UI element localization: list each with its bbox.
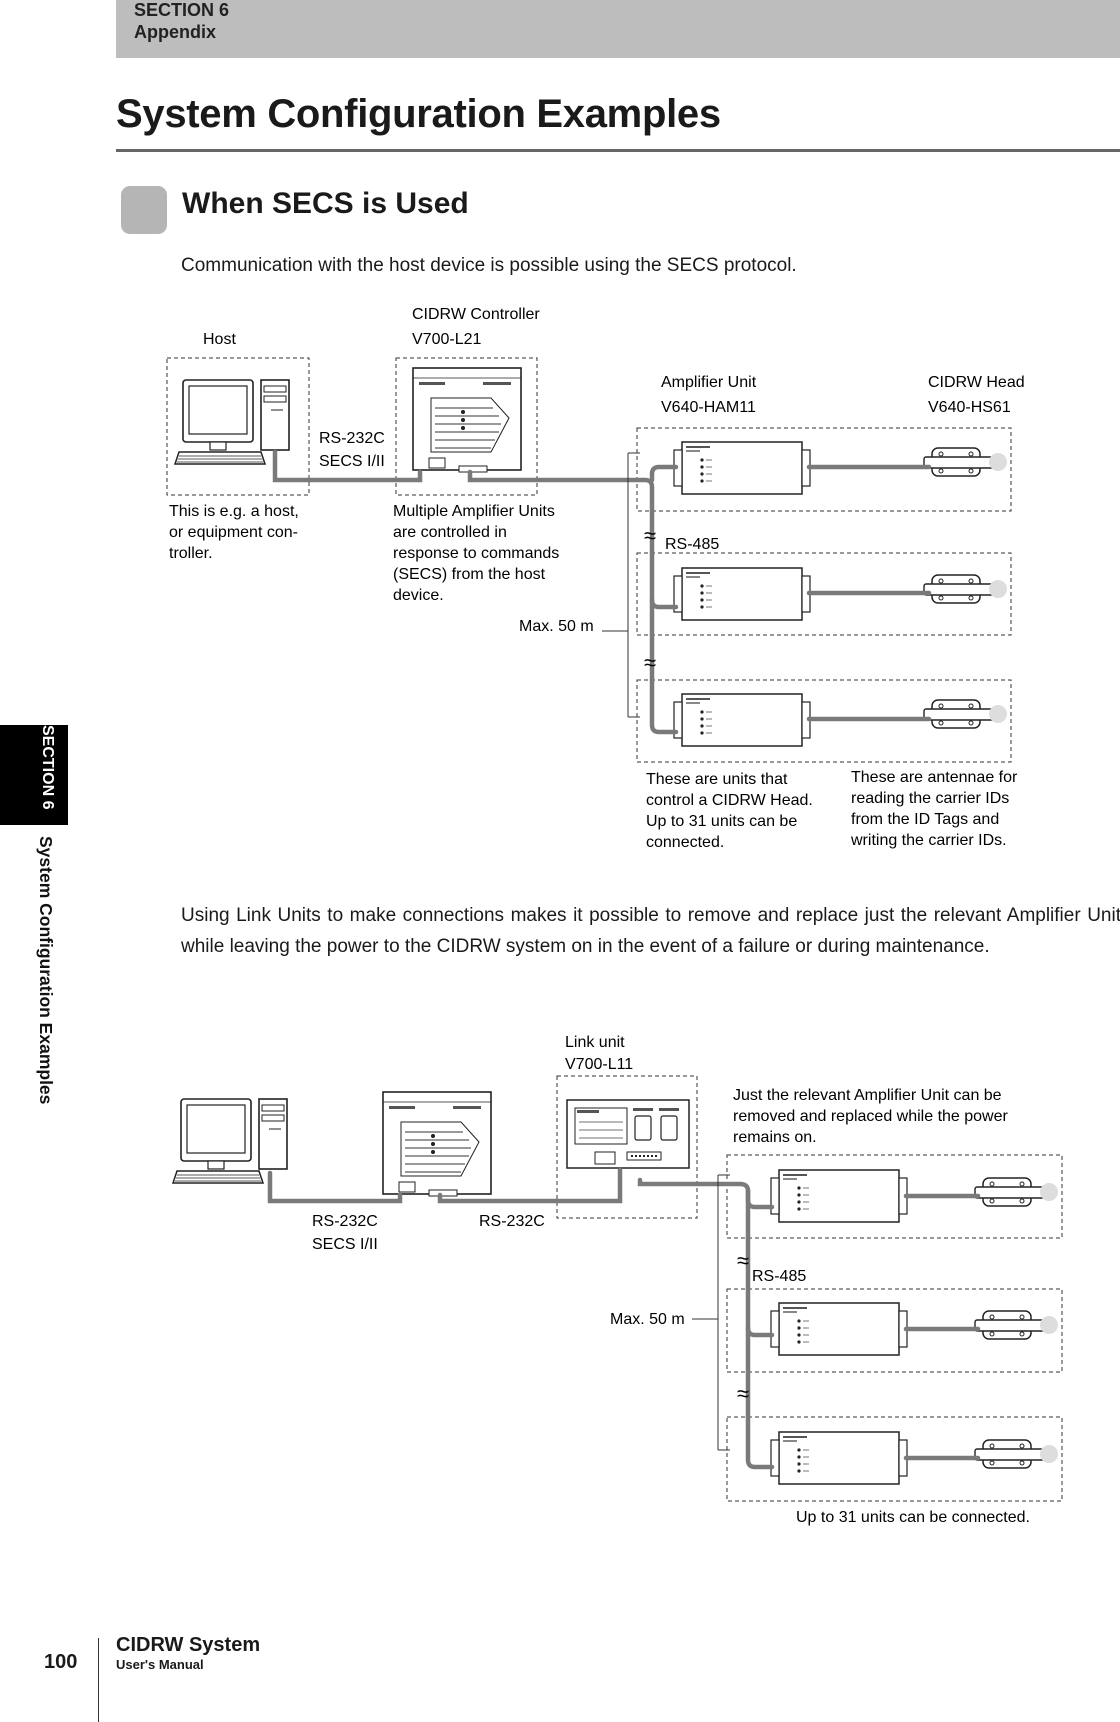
unit-box-1: [636, 427, 1012, 512]
section-number: SECTION 6: [134, 0, 230, 20]
break-mark-icon: ≈: [737, 1381, 749, 1406]
secs-label: SECS I/II: [319, 453, 385, 470]
note-line: removed and replaced while the power: [733, 1108, 1009, 1125]
note-line: troller.: [169, 545, 213, 562]
link-unit-box: [556, 1075, 698, 1219]
footer-divider: [98, 1638, 99, 1722]
controller-model: V700-L21: [412, 331, 481, 348]
side-tab: [0, 725, 68, 825]
cables-1: [272, 449, 932, 735]
intro-paragraph: Communication with the host device is po…: [181, 255, 797, 276]
amplifier-unit-icon-5: [770, 1302, 908, 1356]
note-line: connected.: [646, 834, 724, 851]
note-line: (SECS) from the host: [393, 566, 546, 583]
cidrw-head-icon-6: [974, 1439, 1059, 1469]
rs485-label-2: RS-485: [752, 1268, 806, 1285]
note-line: device.: [393, 587, 444, 604]
amplifier-unit-icon-6: [770, 1431, 908, 1485]
cidrw-head-icon-3: [923, 699, 1008, 729]
note-line: These are antennae for: [851, 769, 1018, 786]
secs-label-2: SECS I/II: [312, 1236, 378, 1253]
amplifier-unit-icon-4: [770, 1169, 908, 1223]
note-line: control a CIDRW Head.: [646, 792, 813, 809]
note-line: These are units that: [646, 771, 788, 788]
subsection-marker-icon: [121, 186, 167, 234]
host-note: This is e.g. a host, or equipment con- t…: [169, 503, 299, 562]
section-chapter: Appendix: [134, 22, 217, 42]
cidrw-head-icon-4: [974, 1177, 1059, 1207]
cidrw-head-icon-2: [923, 574, 1008, 604]
replace-note: Just the relevant Amplifier Unit can be …: [733, 1087, 1009, 1146]
max-length-label: Max. 50 m: [519, 618, 594, 635]
link-unit-icon: [566, 1099, 690, 1169]
note-line: Up to 31 units can be: [646, 813, 797, 830]
amplifier-unit-icon-2: [673, 567, 811, 621]
amplifier-label: Amplifier Unit: [661, 374, 757, 391]
cidrw-head-icon-1: [923, 447, 1008, 477]
break-mark-icon: ≈: [644, 650, 656, 675]
head-note: These are antennae for reading the carri…: [850, 769, 1018, 849]
unit2-box-1: [726, 1154, 1063, 1239]
subsection-title: When SECS is Used: [182, 187, 469, 220]
head-label: CIDRW Head: [928, 374, 1025, 391]
note-line: are controlled in: [393, 524, 507, 541]
note-line: response to commands: [393, 545, 559, 562]
link-unit-model: V700-L11: [565, 1056, 633, 1073]
cables-2: [267, 1167, 981, 1470]
note-line: from the ID Tags and: [851, 811, 999, 828]
cidrw-head-icon-5: [974, 1310, 1059, 1340]
page-title: System Configuration Examples: [116, 92, 721, 136]
note-line: writing the carrier IDs.: [850, 832, 1007, 849]
note-line: Just the relevant Amplifier Unit can be: [733, 1087, 1002, 1104]
footer-title: CIDRW System: [116, 1634, 261, 1656]
amplifier-unit-icon-1: [673, 441, 811, 495]
unit-box-2: [636, 552, 1012, 636]
note-line: This is e.g. a host,: [169, 503, 299, 520]
title-divider: [116, 149, 1120, 152]
note-line: or equipment con-: [169, 524, 298, 541]
host-label: Host: [203, 331, 236, 348]
amplifier-unit-icon-3: [673, 693, 811, 747]
break-mark-icon: ≈: [737, 1248, 749, 1273]
host-computer-icon: [174, 379, 290, 465]
link-unit-label: Link unit: [565, 1034, 625, 1051]
note-line: Multiple Amplifier Units: [393, 503, 555, 520]
length-bracket: [602, 452, 640, 718]
host-computer-icon-2: [172, 1098, 288, 1184]
amplifier-note: These are units that control a CIDRW Hea…: [646, 771, 813, 851]
amplifier-model: V640-HAM11: [661, 399, 756, 416]
footer-subtitle: User's Manual: [116, 1657, 204, 1672]
host-box: [166, 357, 310, 496]
rs232c-label: RS-232C: [319, 430, 385, 447]
rs232c-label-b: RS-232C: [479, 1213, 545, 1230]
unit2-box-2: [726, 1288, 1063, 1373]
rs485-label: RS-485: [665, 536, 719, 553]
controller-note: Multiple Amplifier Units are controlled …: [393, 503, 559, 604]
note-line: reading the carrier IDs: [851, 790, 1009, 807]
page-number: 100: [44, 1651, 78, 1673]
length-bracket-2: [692, 1174, 730, 1451]
units-note: Up to 31 units can be connected.: [796, 1509, 1030, 1526]
max-length-label-2: Max. 50 m: [610, 1311, 685, 1328]
controller-box: [395, 357, 538, 496]
note-line: remains on.: [733, 1129, 817, 1146]
controller-icon-2: [382, 1091, 492, 1197]
break-mark-icon: ≈: [644, 523, 656, 548]
head-model: V640-HS61: [928, 399, 1011, 416]
section-header: SECTION 6 Appendix: [116, 0, 1120, 58]
rs232c-label-a: RS-232C: [312, 1213, 378, 1230]
controller-label: CIDRW Controller: [412, 306, 540, 323]
unit-box-3: [636, 679, 1012, 763]
link-unit-paragraph: Using Link Units to make connections mak…: [181, 905, 1120, 957]
controller-icon: [412, 367, 522, 473]
